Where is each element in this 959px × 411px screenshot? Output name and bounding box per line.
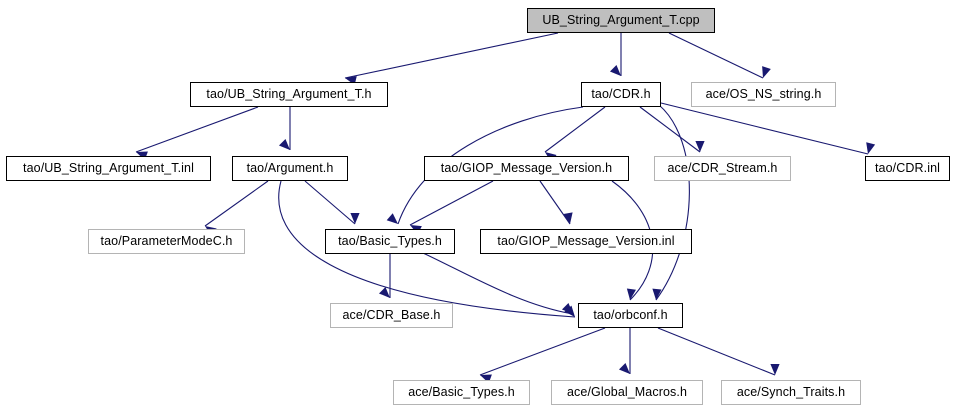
- graph-node-label: tao/ParameterModeC.h: [100, 234, 233, 249]
- edge-orbconf-to-aceglobal: [618, 328, 631, 374]
- edge-cdrh-to-giopmvh: [544, 106, 606, 163]
- graph-node-orbconf[interactable]: tao/orbconf.h: [578, 303, 683, 328]
- graph-node-acebasic[interactable]: ace/Basic_Types.h: [393, 380, 530, 405]
- edge-ubsath-to-argumenth: [278, 107, 291, 150]
- graph-node-ubsath[interactable]: tao/UB_String_Argument_T.h: [190, 82, 388, 107]
- edge-orbconf-to-acebasic: [479, 327, 606, 384]
- edge-argumenth-to-paramm: [204, 180, 269, 237]
- graph-node-osnsstring[interactable]: ace/OS_NS_string.h: [691, 82, 836, 107]
- graph-node-label: tao/CDR.h: [591, 87, 651, 102]
- graph-node-label: ace/Synch_Traits.h: [736, 385, 846, 400]
- arrowhead: [561, 302, 573, 314]
- graph-node-label: UB_String_Argument_T.cpp: [542, 13, 700, 28]
- graph-node-label: tao/UB_String_Argument_T.inl: [23, 161, 194, 176]
- graph-node-argumenth[interactable]: tao/Argument.h: [232, 156, 348, 181]
- graph-node-label: ace/Global_Macros.h: [566, 385, 687, 400]
- graph-node-cdrstream[interactable]: ace/CDR_Stream.h: [654, 156, 791, 181]
- graph-node-label: ace/OS_NS_string.h: [705, 87, 822, 102]
- arrowhead: [378, 286, 390, 298]
- graph-node-cdrbase[interactable]: ace/CDR_Base.h: [330, 303, 453, 328]
- edge-giopmvh-to-giopinl: [539, 180, 573, 225]
- graph-node-basictypesh[interactable]: tao/Basic_Types.h: [325, 229, 455, 254]
- graph-node-giopmvh[interactable]: tao/GIOP_Message_Version.h: [424, 156, 629, 181]
- graph-node-label: tao/UB_String_Argument_T.h: [206, 87, 372, 102]
- graph-node-label: ace/Basic_Types.h: [408, 385, 515, 400]
- graph-node-aceglobal[interactable]: ace/Global_Macros.h: [551, 380, 703, 405]
- graph-node-label: tao/GIOP_Message_Version.inl: [497, 234, 675, 249]
- arrowhead: [563, 212, 573, 224]
- arrowhead: [386, 213, 398, 224]
- edge-orbconf-to-acesynch: [657, 327, 780, 376]
- edge-root-to-osnsstring: [668, 32, 771, 79]
- arrowhead: [695, 141, 705, 152]
- graph-node-label: ace/CDR_Base.h: [342, 308, 441, 323]
- graph-node-cdrinl[interactable]: tao/CDR.inl: [865, 156, 950, 181]
- arrowhead: [609, 64, 621, 76]
- graph-node-label: tao/orbconf.h: [593, 308, 668, 323]
- graph-node-parammode[interactable]: tao/ParameterModeC.h: [88, 229, 245, 254]
- edge-root-to-ubsath: [344, 32, 559, 86]
- edge-ubsath-to-ubsatinl: [135, 106, 259, 161]
- graph-node-ubsatinl[interactable]: tao/UB_String_Argument_T.inl: [6, 156, 211, 181]
- arrowhead: [762, 66, 771, 78]
- arrowhead: [350, 213, 360, 224]
- edge-argumenth-to-basict: [304, 180, 360, 225]
- graph-node-label: tao/Basic_Types.h: [338, 234, 442, 249]
- graph-node-label: tao/CDR.inl: [874, 161, 940, 176]
- arrowhead: [770, 364, 780, 375]
- arrowhead: [626, 288, 636, 300]
- graph-node-label: ace/CDR_Stream.h: [667, 161, 778, 176]
- graph-node-root[interactable]: UB_String_Argument_T.cpp: [527, 8, 715, 33]
- arrowhead: [866, 142, 876, 154]
- graph-node-acesynch[interactable]: ace/Synch_Traits.h: [721, 380, 861, 405]
- edge-giopmvh-to-basict: [409, 180, 494, 235]
- edge-cdrh-to-orbconf: [652, 104, 690, 301]
- arrowhead: [618, 362, 630, 374]
- graph-node-label: tao/GIOP_Message_Version.h: [440, 161, 613, 176]
- graph-node-label: tao/Argument.h: [246, 161, 334, 176]
- edge-root-to-cdrh: [609, 33, 622, 76]
- edge-basict-to-cdrbase: [378, 254, 391, 298]
- edge-cdrh-to-cdrstream: [639, 106, 705, 153]
- arrowhead: [278, 138, 290, 150]
- graph-node-cdrh[interactable]: tao/CDR.h: [581, 82, 661, 107]
- graph-node-giopmvinl[interactable]: tao/GIOP_Message_Version.inl: [480, 229, 692, 254]
- arrowhead: [564, 305, 575, 317]
- edge-cdrh-to-cdrinl: [660, 102, 876, 155]
- arrowhead: [652, 288, 662, 300]
